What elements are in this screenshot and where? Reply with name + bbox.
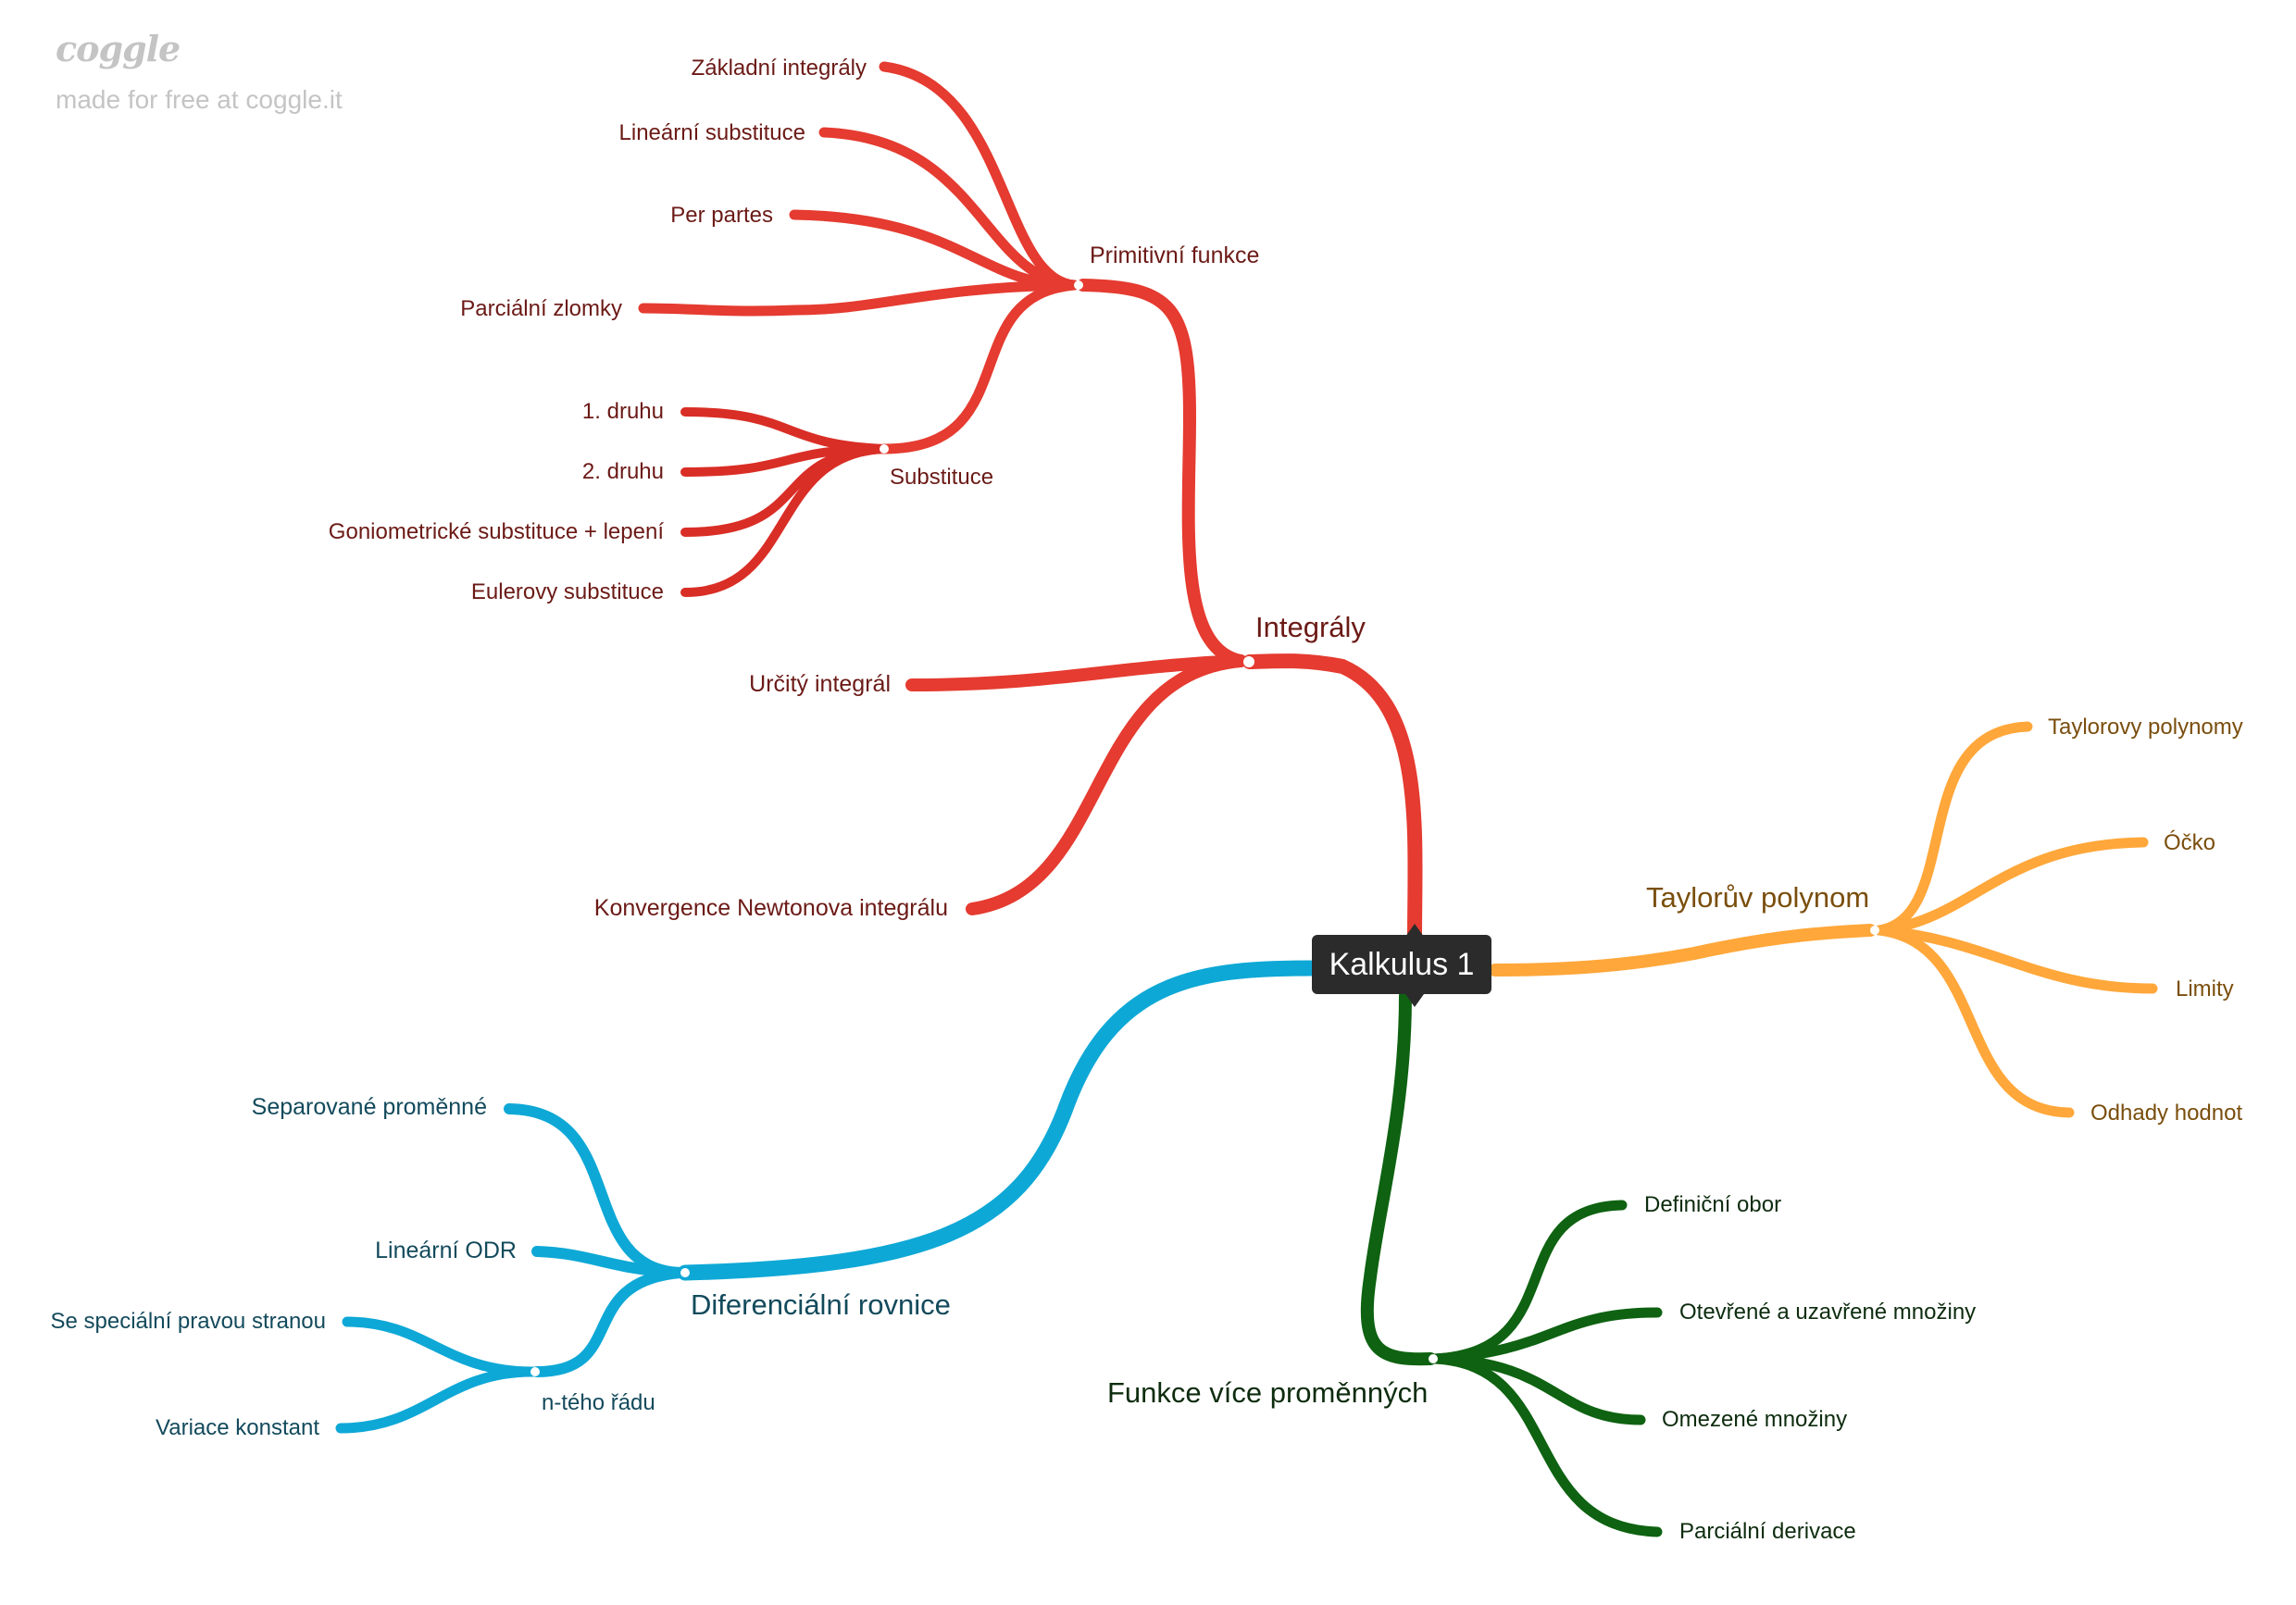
- coggle-logo[interactable]: coggle: [56, 28, 181, 69]
- edge-prim-parcialni: [638, 280, 1079, 317]
- edge-taylor-ocko: [1874, 837, 2149, 936]
- edge-taylor-odhady: [1874, 925, 2075, 1118]
- node-zakladni-integraly[interactable]: Základní integrály: [691, 56, 867, 81]
- edge-root-integraly: [1242, 653, 1423, 944]
- edge-fvp-omezene: [1429, 1353, 1646, 1425]
- edge-root-fvp: [1360, 989, 1437, 1366]
- node-substituce[interactable]: Substituce: [890, 465, 994, 490]
- edge-nteho-speciali: [342, 1316, 538, 1377]
- node-linearni-odr[interactable]: Lineární ODR: [375, 1238, 517, 1263]
- node-otevrene-uzavrene-mnoziny[interactable]: Otevřené a uzavřené množiny: [1679, 1300, 1977, 1325]
- node-linearni-substituce[interactable]: Lineární substituce: [618, 120, 805, 145]
- node-se-specialni-pravou-stranou[interactable]: Se speciální pravou stranou: [50, 1309, 326, 1334]
- node-taylorovy-polynomy[interactable]: Taylorovy polynomy: [2048, 715, 2243, 740]
- node-funkce-vice-promennych[interactable]: Funkce více proměnných: [1107, 1376, 1429, 1409]
- node-ocko[interactable]: Óčko: [2164, 830, 2216, 855]
- node-diferencialni-rovnice[interactable]: Diferenciální rovnice: [691, 1288, 951, 1321]
- edge-fvp-definicni: [1429, 1200, 1628, 1364]
- node-n-teho-radu[interactable]: n-tého řádu: [542, 1390, 655, 1415]
- node-limity[interactable]: Limity: [2176, 977, 2234, 1002]
- edge-integraly-konvergence: [966, 654, 1247, 915]
- node-parcialni-derivace[interactable]: Parciální derivace: [1679, 1519, 1856, 1544]
- root-top-notch: [1405, 924, 1424, 937]
- root-node[interactable]: Kalkulus 1: [1312, 935, 1491, 994]
- edge-nteho-variace: [335, 1366, 538, 1434]
- edge-prim-substituce: [879, 280, 1079, 454]
- node-tayloruv-polynom[interactable]: Taylorův polynom: [1646, 881, 1870, 914]
- edge-odr-separovane: [504, 1103, 686, 1278]
- edge-fvp-otevrene: [1429, 1307, 1663, 1364]
- edge-fvp-parcialni: [1429, 1353, 1663, 1537]
- edge-root-odr: [677, 960, 1318, 1281]
- node-urcity-integral[interactable]: Určitý integrál: [749, 671, 891, 697]
- edge-prim-zakladni: [879, 61, 1079, 291]
- root-bottom-notch: [1405, 994, 1424, 1007]
- node-1-druhu[interactable]: 1. druhu: [581, 399, 664, 424]
- edge-taylor-polynomy: [1874, 721, 2033, 936]
- node-per-partes[interactable]: Per partes: [670, 203, 773, 228]
- edge-prim-linearni: [818, 127, 1079, 291]
- node-odhady-hodnot[interactable]: Odhady hodnot: [2090, 1101, 2243, 1126]
- edge-root-taylor: [1489, 924, 1877, 977]
- edge-odr-linearni: [531, 1246, 686, 1278]
- node-separovane-promenne[interactable]: Separované proměnné: [251, 1094, 487, 1120]
- edge-odr-nteho: [531, 1267, 686, 1377]
- node-primitivni-funkce[interactable]: Primitivní funkce: [1090, 243, 1260, 268]
- node-definicni-obor[interactable]: Definiční obor: [1644, 1192, 1782, 1217]
- edge-integraly-primitivni: [1077, 279, 1247, 667]
- edge-taylor-limity: [1874, 925, 2158, 994]
- node-integraly[interactable]: Integrály: [1255, 611, 1366, 643]
- node-goniometricke-substituce[interactable]: Goniometrické substituce + lepení: [328, 519, 664, 544]
- node-eulerovy-substituce[interactable]: Eulerovy substituce: [470, 579, 664, 604]
- edge-endpoints: [530, 280, 1879, 1376]
- edge-integraly-urcity: [905, 654, 1247, 691]
- node-konvergence-newtonova[interactable]: Konvergence Newtonova integrálu: [593, 895, 948, 921]
- root-label: Kalkulus 1: [1329, 946, 1475, 982]
- node-parcialni-zlomky[interactable]: Parciální zlomky: [460, 296, 622, 321]
- node-omezene-mnoziny[interactable]: Omezené množiny: [1662, 1407, 1848, 1432]
- node-2-druhu[interactable]: 2. druhu: [581, 459, 664, 484]
- coggle-tagline[interactable]: made for free at coggle.it: [56, 85, 343, 114]
- node-variace-konstant[interactable]: Variace konstant: [156, 1415, 319, 1440]
- edge-subst-druh1: [680, 407, 889, 454]
- edge-subst-euler: [680, 444, 889, 597]
